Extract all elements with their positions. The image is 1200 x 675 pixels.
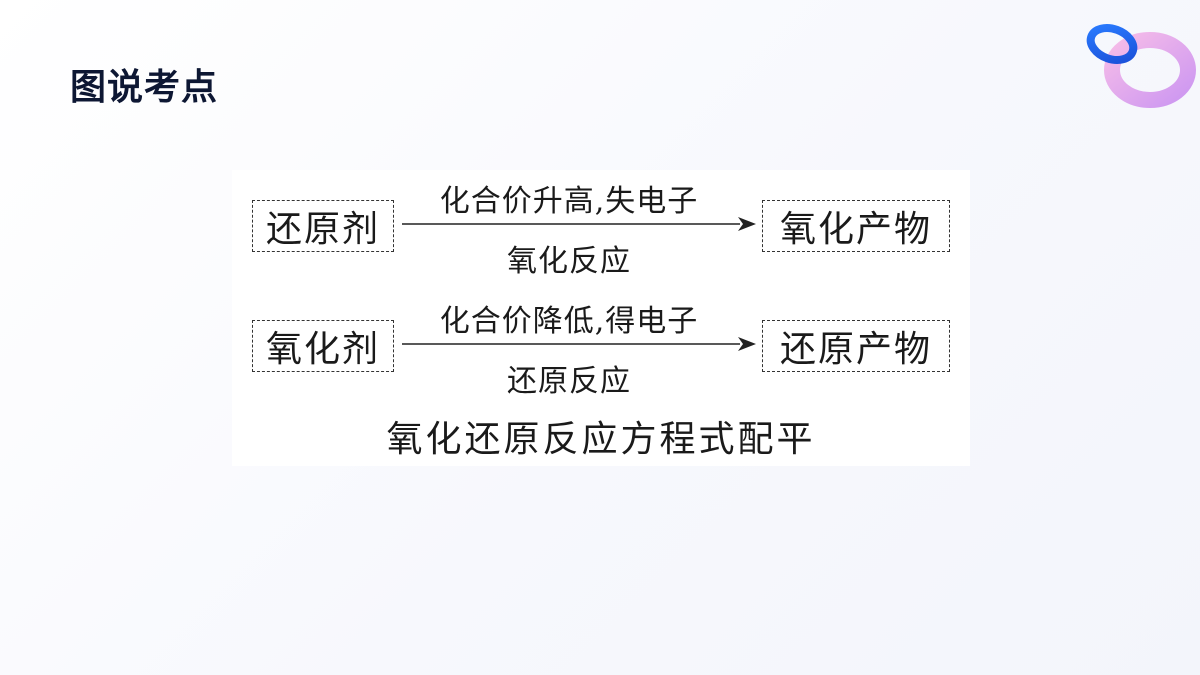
reduction-product-box: 还原产物 — [762, 320, 950, 372]
oxidation-condition-label: 化合价升高,失电子 — [439, 184, 699, 219]
diagram-caption: 氧化还原反应方程式配平 — [386, 419, 816, 460]
right-arrow-icon — [402, 337, 756, 351]
redox-diagram: 还原剂 化合价升高,失电子 氧化反应 氧化产物 氧化剂 化合价降低,得电子 还原… — [232, 170, 970, 466]
right-arrow-icon — [402, 217, 756, 231]
reducing-agent-box: 还原剂 — [252, 200, 394, 252]
reduction-condition-label: 化合价降低,得电子 — [439, 304, 699, 339]
oxidizing-agent-box: 氧化剂 — [252, 320, 394, 372]
oxidation-reaction-label: 氧化反应 — [507, 244, 631, 279]
ring-logo-icon — [1086, 24, 1196, 108]
slide-title: 图说考点 — [70, 67, 219, 108]
reduction-reaction-label: 还原反应 — [507, 364, 631, 399]
oxidation-product-box: 氧化产物 — [762, 200, 950, 252]
